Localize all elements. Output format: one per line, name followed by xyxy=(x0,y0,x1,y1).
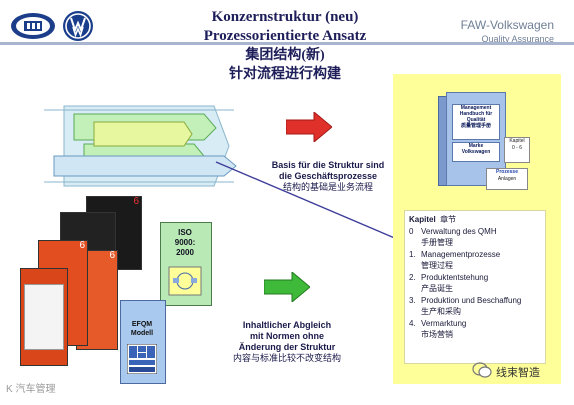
chapter-list: Kapitel 章节 0 Verwaltung des QMH 手册管理 1. Ma… xyxy=(404,210,546,364)
process-structure-graphic xyxy=(44,96,244,201)
efqm-label: EFQM Modell xyxy=(120,320,164,338)
chapter-cn: 市场营销 xyxy=(421,330,453,339)
efqm-label-1: EFQM xyxy=(131,321,153,328)
binder-brand-2: Volkswagen xyxy=(461,149,491,155)
binder-brand-label: Marke Volkswagen xyxy=(452,142,500,162)
binder-label-2: Handbuch für Qualität xyxy=(459,111,493,123)
iso-label: ISO 9000: 2000 xyxy=(160,228,210,258)
chapter-cn: 生产和采购 xyxy=(421,307,461,316)
document-white-cover xyxy=(24,284,64,350)
caption-norm-alignment: Inhaltlicher Abgleich mit Normen ohne Än… xyxy=(222,320,352,364)
red-arrow-icon xyxy=(285,110,333,147)
list-item: 4. Vermarktung 市场营销 xyxy=(405,319,545,340)
chapter-num: 0 xyxy=(409,227,414,236)
chapter-cn: 管理过程 xyxy=(421,261,453,270)
subtitle-line-2: 针对流程进行构建 xyxy=(229,67,341,82)
chapter-num: 3. xyxy=(409,296,416,305)
book-num-b: 6 xyxy=(109,250,115,261)
binder-label-cn: 质量管理手册 xyxy=(460,123,491,129)
prozesse-tab-1: Prozesse xyxy=(496,169,518,175)
book-num-c: 6 xyxy=(133,196,139,207)
caption-business-processes: Basis für die Struktur sind die Geschäft… xyxy=(258,160,398,193)
caption-top-cn: 结构的基础是业务流程 xyxy=(282,182,373,192)
list-item: 2. Produktentstehung 产品诞生 xyxy=(405,273,545,294)
efqm-label-2: Modell xyxy=(130,330,154,337)
iso-diagram-icon xyxy=(168,266,202,301)
kapitel-tab-2: 0 - 6 xyxy=(511,145,522,151)
subtitle: 集团结构(新) 针对流程进行构建 xyxy=(150,46,420,84)
brand-name: FAW-Volkswagen xyxy=(460,18,554,32)
iso-label-3: 2000 xyxy=(176,248,194,257)
prozesse-tab: Prozesse Anlagen xyxy=(486,168,528,190)
chapter-num: 2. xyxy=(409,273,416,282)
watermark-left: K 汽车管理 xyxy=(6,384,56,395)
subtitle-line-1: 集团结构(新) xyxy=(245,48,325,63)
list-item: 0 Verwaltung des QMH 手册管理 xyxy=(405,227,545,248)
chapter-header-de: Kapitel xyxy=(409,215,436,224)
binder-brand-1: Marke xyxy=(468,143,484,149)
brand-block: FAW-Volkswagen Quality Assurance xyxy=(461,18,554,44)
logo-faw xyxy=(10,12,56,45)
chapter-list-header: Kapitel 章节 xyxy=(405,211,545,227)
chapter-cn: 手册管理 xyxy=(421,238,453,247)
chapter-header-cn: 章节 xyxy=(440,215,457,224)
iso-label-1: ISO xyxy=(178,228,192,237)
chapter-num: 1. xyxy=(409,250,416,259)
kapitel-tab-1: Kapitel xyxy=(509,138,525,144)
binder-label-1: Management xyxy=(460,105,492,111)
title-line-2: Prozessorientierte Ansatz xyxy=(203,28,367,44)
caption-bottom-de-1: Inhaltlicher Abgleich xyxy=(242,320,332,330)
wechat-icon xyxy=(472,362,492,383)
caption-bottom-de-2: mit Normen ohne xyxy=(249,331,324,341)
chapter-de: Verwaltung des QMH xyxy=(421,227,497,236)
prozesse-tab-2: Anlagen xyxy=(497,176,517,182)
chapter-num: 4. xyxy=(409,319,416,328)
caption-top-de-1: Basis für die Struktur sind xyxy=(271,160,385,170)
caption-top-de-2: die Geschäftsprozesse xyxy=(278,171,378,181)
binder-label: Management Handbuch für Qualität 质量管理手册 xyxy=(452,104,500,140)
list-item: 3. Produktion und Beschaffung 生产和采购 xyxy=(405,296,545,317)
logo-vw xyxy=(62,10,94,47)
chapter-de: Managementprozesse xyxy=(421,250,501,259)
book-num-a: 6 xyxy=(79,240,85,251)
list-item: 1. Managementprozesse 管理过程 xyxy=(405,250,545,271)
chapter-cn: 产品诞生 xyxy=(421,284,453,293)
chapter-de: Produktentstehung xyxy=(421,273,489,282)
efqm-grid-icon xyxy=(126,343,158,379)
header-divider xyxy=(0,42,574,45)
kapitel-tab: Kapitel 0 - 6 xyxy=(504,137,530,163)
iso-label-2: 9000: xyxy=(174,238,196,247)
chapter-de: Vermarktung xyxy=(421,319,467,328)
title-line-1: Konzernstruktur (neu) xyxy=(211,9,359,25)
caption-bottom-cn: 内容与标准比较不改变结构 xyxy=(232,353,341,363)
page-title: Konzernstruktur (neu) Prozessorientierte… xyxy=(150,8,420,46)
green-arrow-icon xyxy=(263,270,311,307)
watermark-right: 线束智造 xyxy=(496,367,540,379)
chapter-de: Produktion und Beschaffung xyxy=(421,296,522,305)
brand-subtitle: Quality Assurance xyxy=(481,34,554,44)
caption-bottom-de-3: Änderung der Struktur xyxy=(238,342,336,352)
